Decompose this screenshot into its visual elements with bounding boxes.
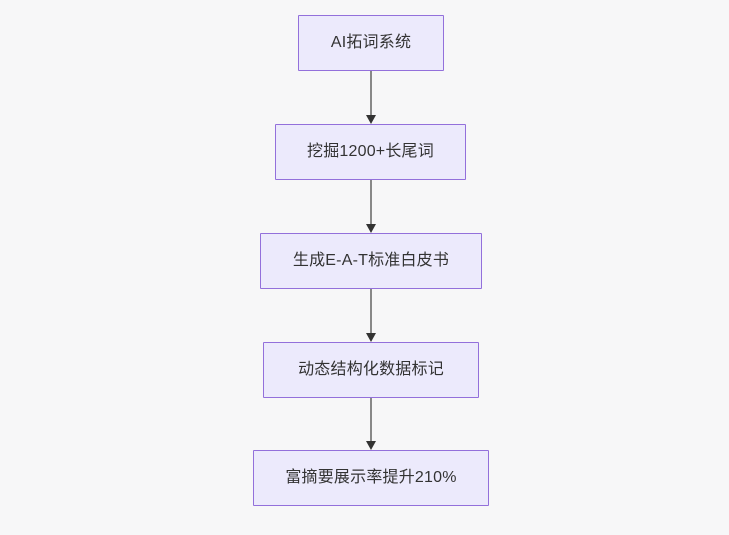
arrow-down-icon <box>366 224 376 233</box>
flow-node-label: 挖掘1200+长尾词 <box>307 143 434 161</box>
flow-node-label: 富摘要展示率提升210% <box>285 469 457 487</box>
edge-line <box>370 398 372 442</box>
flow-node-4[interactable]: 动态结构化数据标记 <box>263 342 479 398</box>
arrow-down-icon <box>366 115 376 124</box>
flow-node-label: 生成E-A-T标准白皮书 <box>292 252 450 270</box>
flow-node-1[interactable]: AI拓词系统 <box>298 15 444 71</box>
flow-node-3[interactable]: 生成E-A-T标准白皮书 <box>260 233 482 289</box>
edge-line <box>370 289 372 334</box>
flow-node-label: 动态结构化数据标记 <box>298 361 444 379</box>
arrow-down-icon <box>366 333 376 342</box>
flow-edge-1 <box>366 71 376 124</box>
flow-edge-2 <box>366 180 376 233</box>
arrow-down-icon <box>366 441 376 450</box>
flow-node-5[interactable]: 富摘要展示率提升210% <box>253 450 489 506</box>
edge-line <box>370 71 372 116</box>
flow-node-label: AI拓词系统 <box>330 34 412 52</box>
flow-node-2[interactable]: 挖掘1200+长尾词 <box>275 124 466 180</box>
flow-edge-3 <box>366 289 376 342</box>
flow-edge-4 <box>366 398 376 450</box>
edge-line <box>370 180 372 225</box>
